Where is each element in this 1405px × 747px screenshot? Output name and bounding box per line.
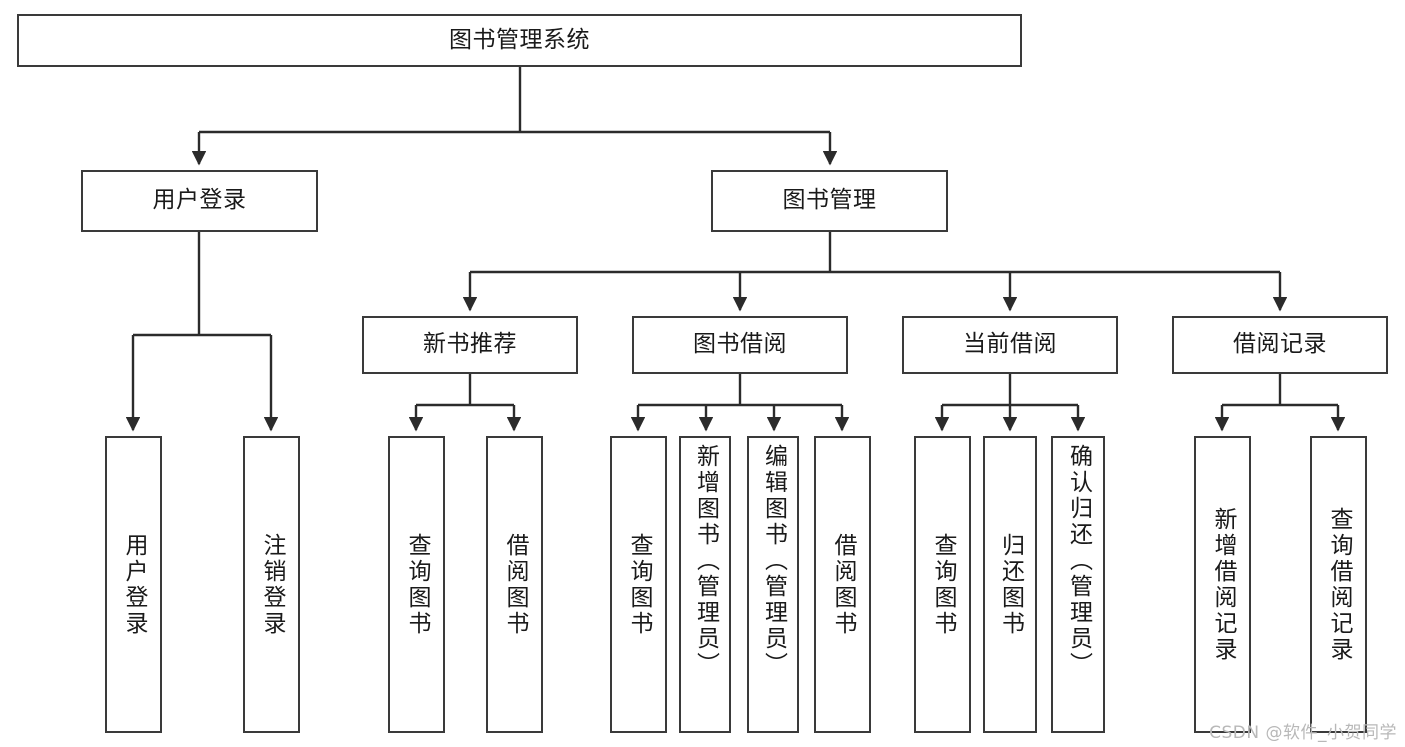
- node-label: 用户登录: [121, 532, 147, 637]
- node-borrow-record[interactable]: 借阅记录: [1172, 316, 1388, 374]
- node-label: 借阅图书: [830, 532, 856, 637]
- node-label: 查询图书: [626, 532, 652, 637]
- node-leaf-add-borrow-record[interactable]: 新增借阅记录: [1194, 436, 1251, 733]
- node-label: 当前借阅: [963, 331, 1057, 358]
- node-label: 图书管理: [782, 187, 877, 214]
- node-leaf-borrow-book[interactable]: 借阅图书: [814, 436, 871, 733]
- node-label: 新增图书（管理员）: [692, 444, 719, 678]
- node-leaf-edit-book-admin[interactable]: 编辑图书（管理员）: [747, 436, 799, 733]
- node-label: 归还图书: [997, 532, 1024, 637]
- node-leaf-query-book-current[interactable]: 查询图书: [914, 436, 971, 733]
- node-leaf-add-book-admin[interactable]: 新增图书（管理员）: [679, 436, 731, 733]
- node-root-book-management-system[interactable]: 图书管理系统: [17, 14, 1022, 67]
- node-leaf-confirm-return-admin[interactable]: 确认归还（管理员）: [1051, 436, 1105, 733]
- node-label: 图书借阅: [693, 331, 787, 358]
- watermark-text: CSDN @软件_小贺同学: [1209, 723, 1397, 743]
- node-leaf-query-book-recommend[interactable]: 查询图书: [388, 436, 445, 733]
- node-label: 用户登录: [152, 187, 247, 214]
- node-label: 注销登录: [259, 532, 285, 637]
- node-label: 新增借阅记录: [1210, 506, 1236, 663]
- node-label: 借阅图书: [502, 532, 528, 637]
- node-book-borrow[interactable]: 图书借阅: [632, 316, 848, 374]
- node-book-management[interactable]: 图书管理: [711, 170, 948, 232]
- node-label: 查询借阅记录: [1326, 506, 1352, 663]
- node-leaf-user-login[interactable]: 用户登录: [105, 436, 162, 733]
- node-label: 借阅记录: [1233, 331, 1327, 358]
- node-leaf-query-book-borrow[interactable]: 查询图书: [610, 436, 667, 733]
- node-label: 编辑图书（管理员）: [760, 444, 787, 678]
- node-new-book-recommend[interactable]: 新书推荐: [362, 316, 578, 374]
- node-user-login[interactable]: 用户登录: [81, 170, 318, 232]
- node-label: 查询图书: [930, 532, 956, 637]
- node-label: 确认归还（管理员）: [1065, 444, 1092, 678]
- node-current-borrow[interactable]: 当前借阅: [902, 316, 1118, 374]
- node-leaf-logout[interactable]: 注销登录: [243, 436, 300, 733]
- node-leaf-borrow-book-recommend[interactable]: 借阅图书: [486, 436, 543, 733]
- node-leaf-return-book[interactable]: 归还图书: [983, 436, 1037, 733]
- node-label: 新书推荐: [423, 331, 517, 358]
- node-leaf-query-borrow-record[interactable]: 查询借阅记录: [1310, 436, 1367, 733]
- node-label: 查询图书: [404, 532, 430, 637]
- node-label: 图书管理系统: [449, 26, 590, 53]
